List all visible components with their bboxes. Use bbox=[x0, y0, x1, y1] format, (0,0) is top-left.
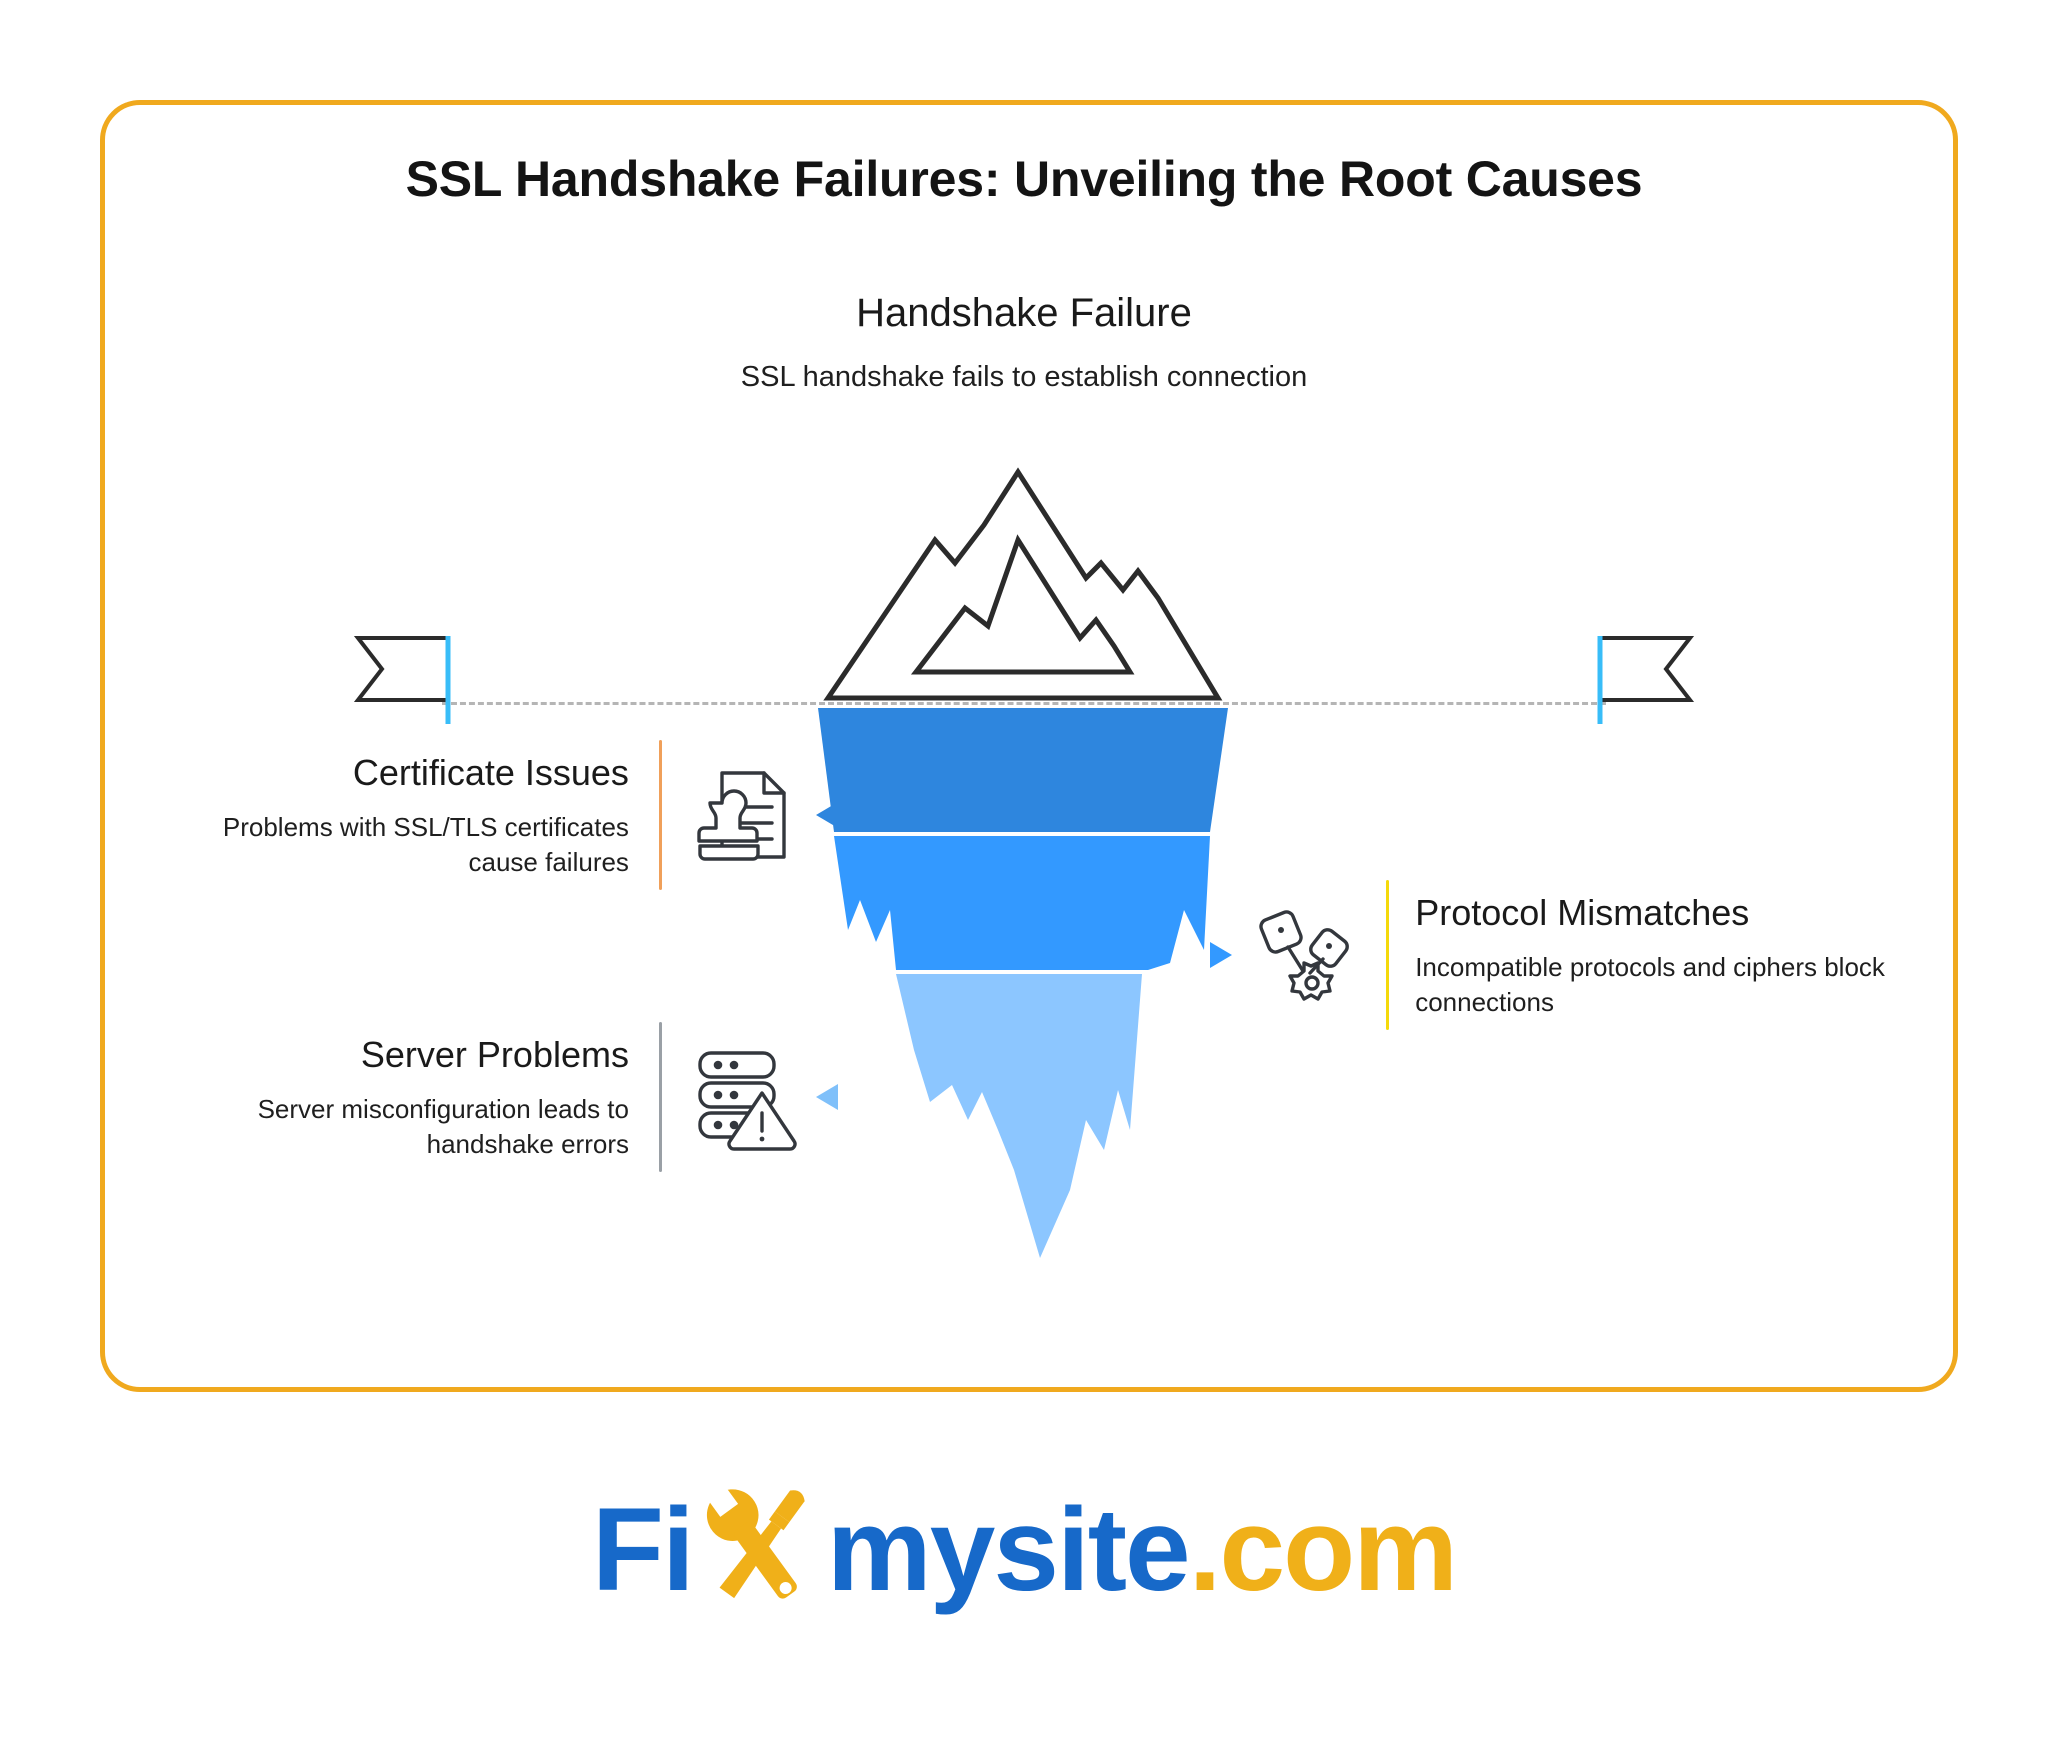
flag-banner-right-icon bbox=[1588, 628, 1698, 728]
logo-text-dotcom: .com bbox=[1188, 1484, 1458, 1616]
brand-logo[interactable]: Fi bbox=[0, 1470, 2048, 1630]
divider-protocol bbox=[1386, 880, 1390, 1030]
callout-protocol-mismatches[interactable]: Protocol Mismatches Incompatible protoco… bbox=[1208, 880, 1908, 1030]
arrow-left-server-icon bbox=[814, 1082, 840, 1112]
callout-title-certificate-issues: Certificate Issues bbox=[352, 751, 629, 793]
arrow-left-certificate-icon bbox=[814, 800, 840, 830]
iceberg-band-protocol bbox=[834, 836, 1210, 970]
callout-text-certificate-issues: Certificate Issues Problems with SSL/TLS… bbox=[190, 751, 629, 879]
arrow-right-protocol-icon bbox=[1208, 940, 1234, 970]
iceberg-graphic bbox=[818, 430, 1228, 1260]
flag-banner-left-icon bbox=[350, 628, 460, 728]
brand-logo-inner: Fi bbox=[591, 1475, 1458, 1625]
divider-server bbox=[658, 1022, 662, 1172]
server-warning-icon bbox=[688, 1041, 800, 1153]
callout-title-protocol-mismatches: Protocol Mismatches bbox=[1415, 891, 1750, 933]
iceberg-tip-title: Handshake Failure bbox=[856, 291, 1192, 335]
callout-certificate-issues[interactable]: Certificate Issues Problems with SSL/TLS… bbox=[190, 740, 840, 890]
divider-certificate bbox=[658, 740, 662, 890]
callout-text-protocol-mismatches: Protocol Mismatches Incompatible protoco… bbox=[1415, 891, 1908, 1019]
callout-description-protocol-mismatches: Incompatible protocols and ciphers block… bbox=[1415, 952, 1885, 1017]
protocol-gear-icon bbox=[1248, 899, 1360, 1011]
callout-text-server-problems: Server Problems Server misconfiguration … bbox=[190, 1033, 629, 1161]
callout-description-server-problems: Server misconfiguration leads to handsha… bbox=[257, 1094, 629, 1159]
certificate-stamp-icon bbox=[688, 759, 800, 871]
callout-server-problems[interactable]: Server Problems Server misconfiguration … bbox=[190, 1022, 840, 1172]
iceberg-tip-block: Handshake Failure SSL handshake fails to… bbox=[724, 290, 1324, 397]
logo-text-fi: Fi bbox=[591, 1484, 695, 1616]
waterline-dashed bbox=[442, 702, 1606, 705]
wrench-screwdriver-x-icon bbox=[683, 1475, 833, 1625]
logo-text-mysite: mysite bbox=[826, 1484, 1191, 1616]
mountain-outline-icon bbox=[823, 467, 1223, 701]
callout-title-server-problems: Server Problems bbox=[360, 1033, 629, 1075]
iceberg-band-certificate bbox=[818, 708, 1228, 832]
page-title: SSL Handshake Failures: Unveiling the Ro… bbox=[405, 151, 1643, 207]
iceberg-tip-description: SSL handshake fails to establish connect… bbox=[740, 361, 1308, 393]
iceberg-band-server bbox=[896, 974, 1142, 1258]
callout-description-certificate-issues: Problems with SSL/TLS certificates cause… bbox=[222, 812, 629, 877]
